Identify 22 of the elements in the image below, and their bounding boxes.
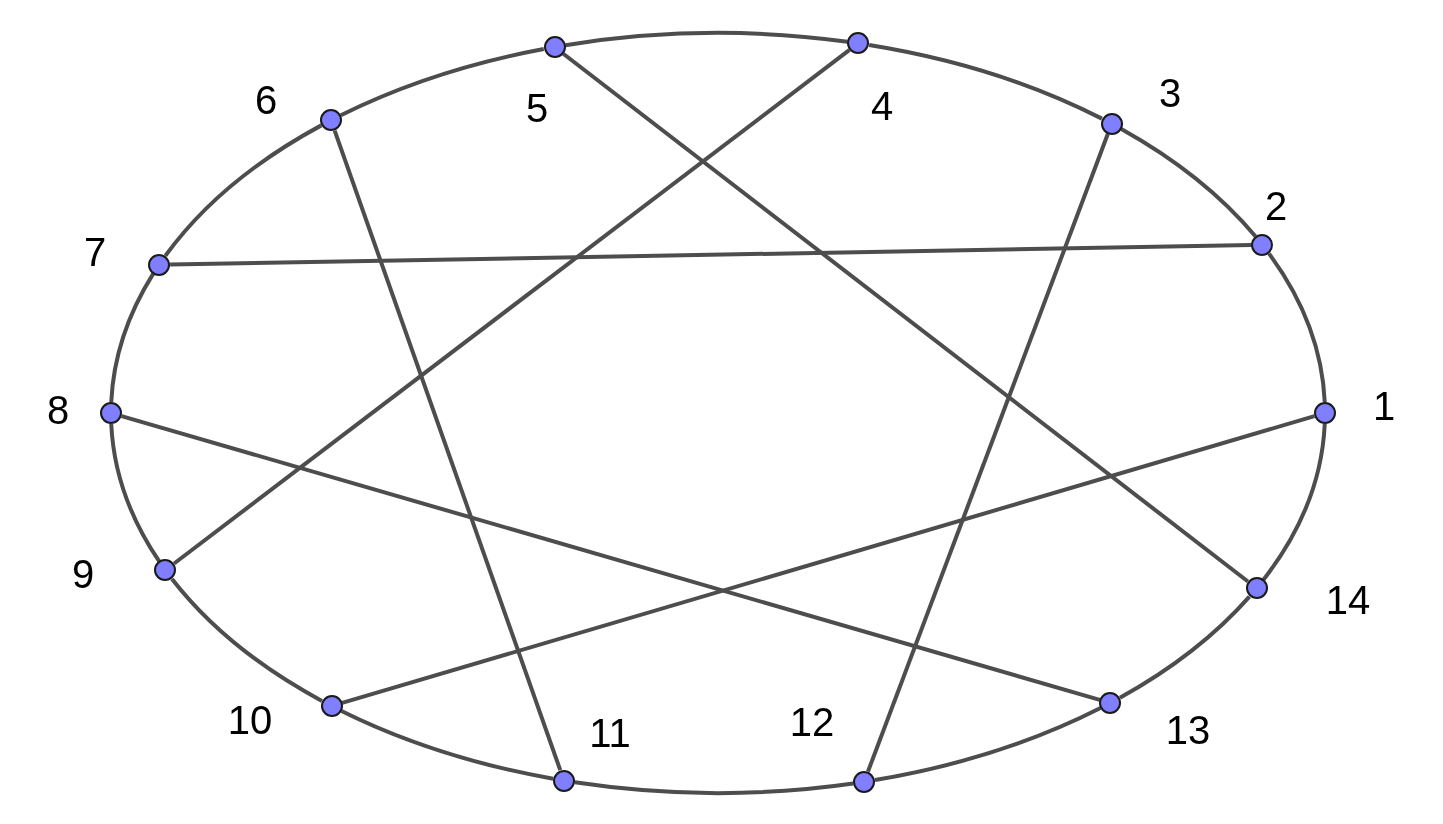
connector-line <box>866 133 1110 773</box>
connector-line <box>565 31 848 48</box>
connector-line <box>341 414 1315 705</box>
vertex-label: 9 <box>71 554 95 594</box>
connector-line <box>121 414 1101 702</box>
vertex-label: 11 <box>589 713 631 753</box>
connector-line <box>574 780 854 795</box>
vertex-label: 12 <box>789 702 835 742</box>
connector-line <box>1261 423 1327 581</box>
vertex-label: 4 <box>870 86 894 126</box>
vertex-label: 6 <box>254 80 278 120</box>
vertex-label: 14 <box>1325 580 1371 620</box>
vertex-label: 5 <box>525 88 549 128</box>
vertex-label: 8 <box>46 390 70 430</box>
vertex-label: 10 <box>227 700 273 740</box>
vertex-label: 3 <box>1158 73 1182 113</box>
vertex-label: 2 <box>1264 186 1288 226</box>
vertex-label: 7 <box>83 232 107 272</box>
connector-line <box>170 243 1252 267</box>
vertex-label: 13 <box>1165 710 1211 750</box>
connector-line <box>332 129 563 771</box>
vertex-label: 1 <box>1372 386 1396 426</box>
